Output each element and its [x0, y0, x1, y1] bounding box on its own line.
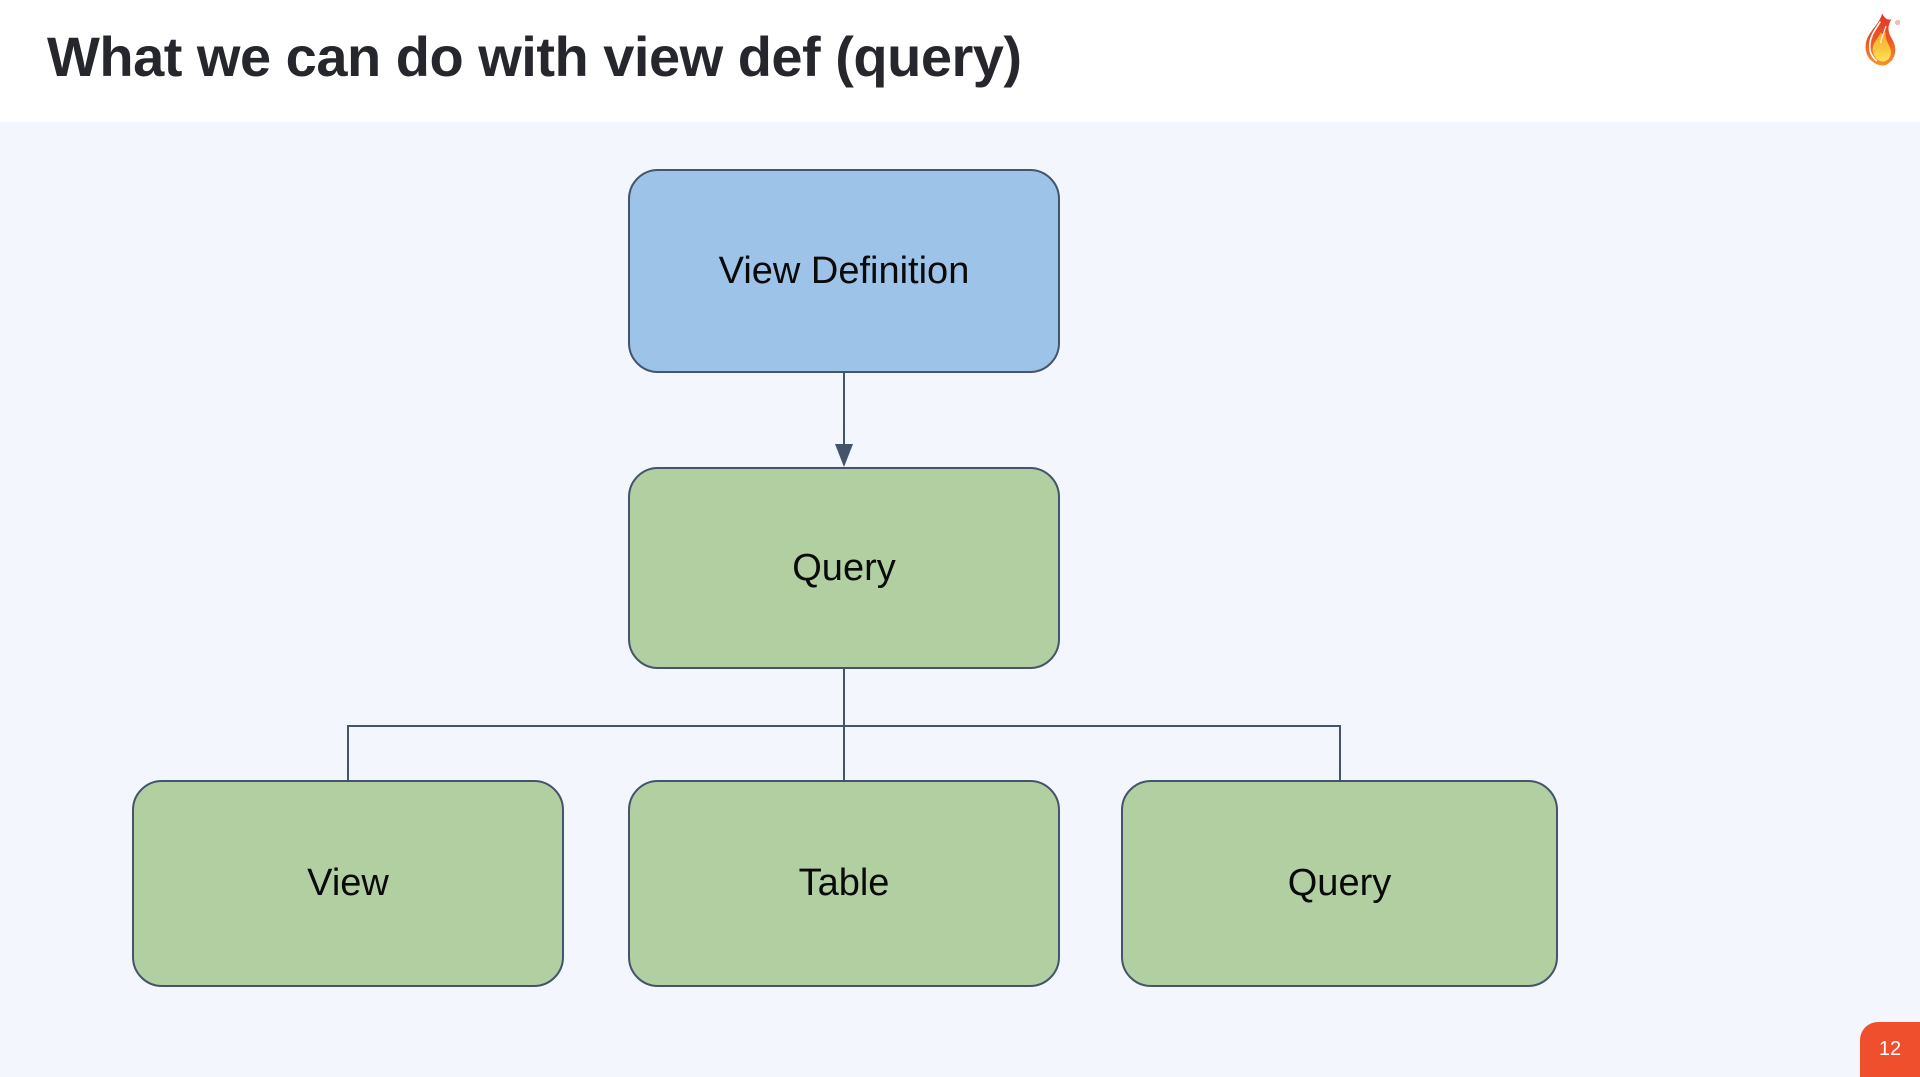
page-title: What we can do with view def (query) — [47, 25, 1022, 88]
page-number-badge: 12 — [1860, 1022, 1920, 1077]
diagram-node-query: Query — [628, 467, 1060, 669]
node-label: View Definition — [718, 249, 970, 292]
flame-inner-shape — [1872, 31, 1891, 62]
diagram-node-query-child: Query — [1121, 780, 1558, 987]
diagram-node-view-definition: View Definition — [628, 169, 1060, 373]
node-label: View — [307, 862, 389, 904]
diagram-node-table: Table — [628, 780, 1060, 987]
node-label: Query — [1287, 862, 1392, 904]
node-label: Table — [798, 862, 890, 904]
flame-highlight-stroke-2 — [1880, 25, 1887, 44]
registered-trademark-symbol: ® — [1895, 19, 1900, 27]
page-number: 12 — [1878, 1038, 1902, 1060]
node-label: Query — [792, 546, 896, 589]
flame-logo-icon: ® — [1865, 13, 1900, 66]
arrowhead-down-icon — [835, 444, 853, 467]
diagram-node-view: View — [132, 780, 564, 987]
slide-header: What we can do with view def (query) — [0, 0, 1920, 122]
flame-highlight-stroke — [1868, 21, 1881, 62]
